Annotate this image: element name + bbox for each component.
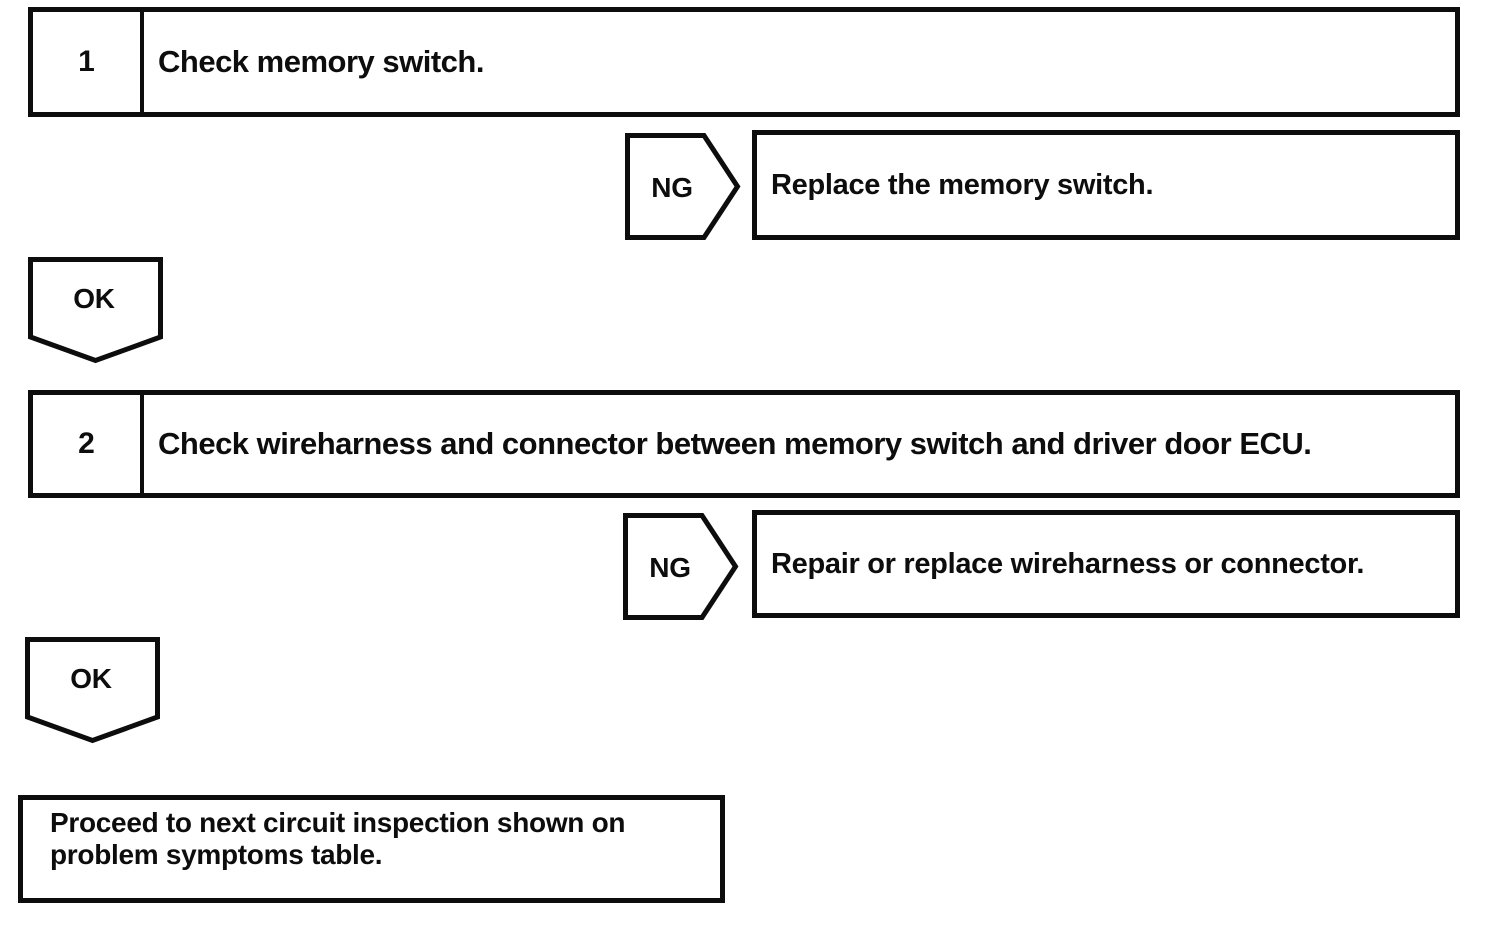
ok-arrow-2-shape bbox=[25, 637, 160, 744]
step-2-number: 2 bbox=[33, 395, 144, 493]
ng-arrow-1-label: NG bbox=[651, 172, 692, 203]
ng-result-2-box: Repair or replace wireharness or connect… bbox=[752, 510, 1460, 618]
step-1-number: 1 bbox=[33, 12, 144, 112]
step-2-instruction: Check wireharness and connector between … bbox=[158, 426, 1312, 461]
final-instruction-line-2: problem symptoms table. bbox=[50, 839, 383, 871]
ok-arrow-2-label: OK bbox=[70, 663, 111, 694]
ok-arrow-1-shape bbox=[28, 257, 163, 364]
ok-arrow-2: OK bbox=[25, 637, 160, 744]
ng-arrow-2-label: NG bbox=[649, 552, 690, 583]
step-2-box: 2 Check wireharness and connector betwee… bbox=[28, 390, 1460, 498]
final-instruction-line-1: Proceed to next circuit inspection shown… bbox=[50, 807, 626, 838]
ng-result-2-text: Repair or replace wireharness or connect… bbox=[771, 547, 1365, 580]
ng-arrow-1-shape bbox=[625, 133, 741, 240]
ng-result-1-text: Replace the memory switch. bbox=[771, 168, 1154, 201]
ng-arrow-2-shape bbox=[623, 513, 739, 620]
ok-arrow-1-label: OK bbox=[73, 283, 114, 314]
final-instruction-box: Proceed to next circuit inspection shown… bbox=[18, 795, 725, 903]
ok-arrow-1: OK bbox=[28, 257, 163, 364]
step-1-box: 1 Check memory switch. bbox=[28, 7, 1460, 117]
ng-arrow-2: NG bbox=[623, 513, 739, 620]
ng-arrow-1: NG bbox=[625, 133, 741, 240]
ng-result-1-box: Replace the memory switch. bbox=[752, 130, 1460, 240]
step-1-instruction: Check memory switch. bbox=[158, 44, 484, 79]
